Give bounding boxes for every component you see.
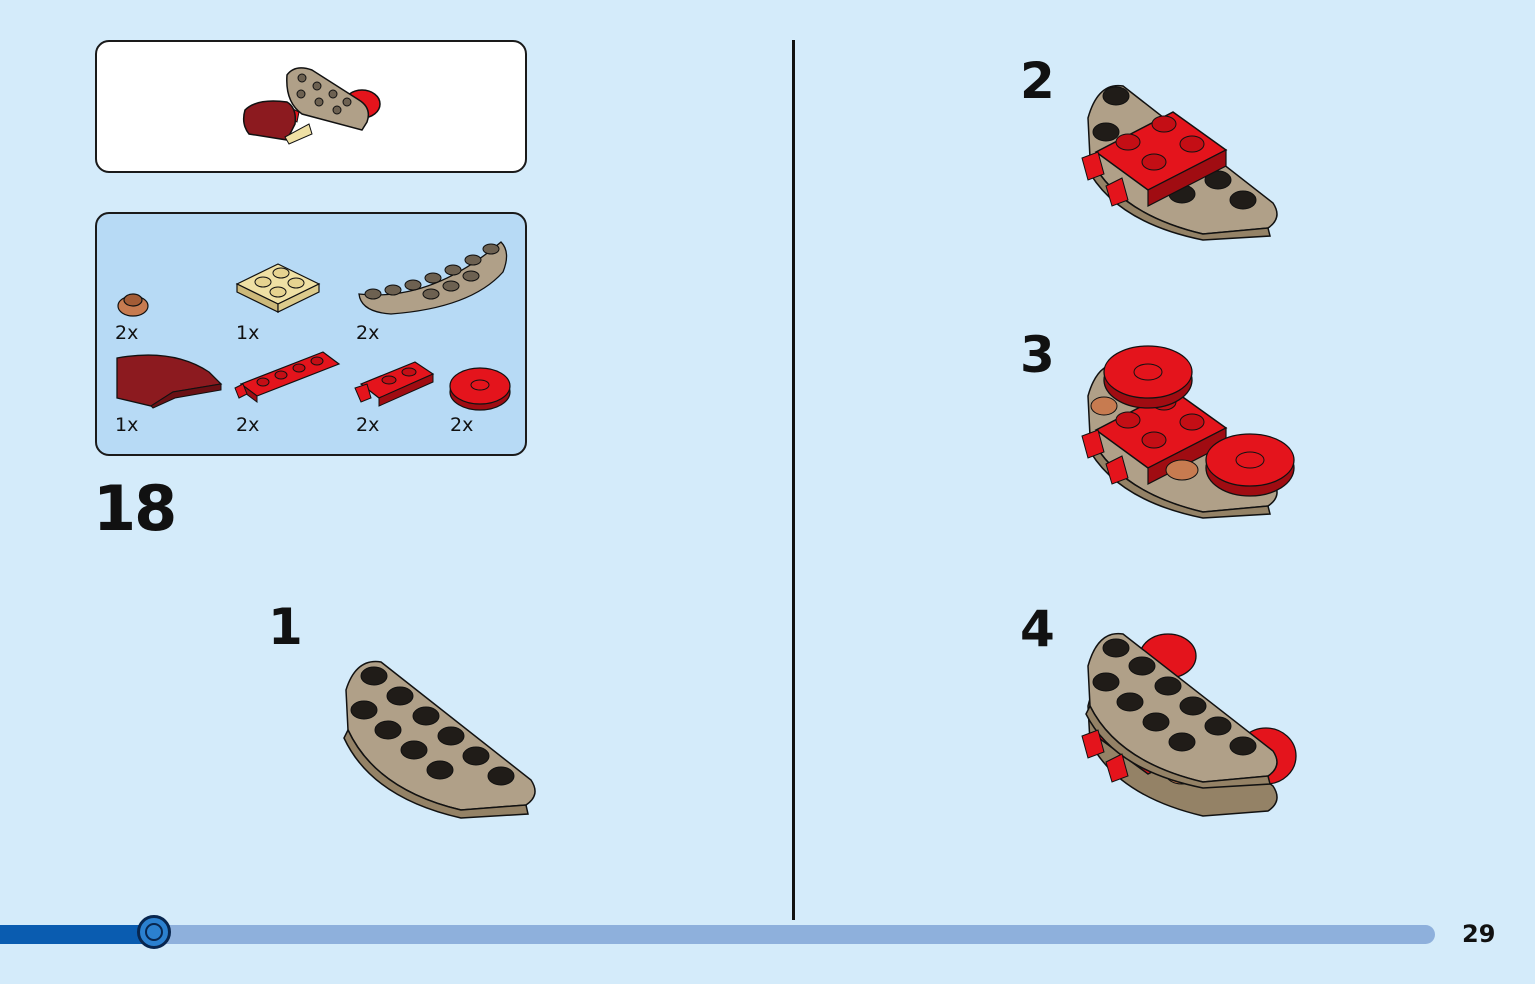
- main-step-number: 18: [93, 472, 177, 545]
- round-plate-1x1-brown-icon: [117, 293, 149, 317]
- half-round-plate-step-1-icon: [343, 660, 536, 819]
- assembly-step-2-icon: [1081, 84, 1278, 241]
- part-quantity: 2x: [356, 322, 380, 344]
- parts-list-panel: 2x 1x 2x 1x 2x: [95, 212, 527, 456]
- sub-step-number: 4: [1020, 600, 1055, 658]
- plate-2x2-tan-icon: [235, 263, 321, 313]
- page-divider: [792, 40, 795, 920]
- sub-step-number: 2: [1020, 52, 1055, 110]
- assembly-step-4-icon: [1081, 632, 1297, 817]
- page-number: 29: [1462, 920, 1496, 948]
- assembly-step-3-icon: [1081, 345, 1295, 519]
- assembled-model-preview-icon: [242, 67, 381, 145]
- part-quantity: 2x: [236, 414, 260, 436]
- part-quantity: 2x: [356, 414, 380, 436]
- progress-track[interactable]: [0, 925, 1435, 944]
- progress-slider-handle[interactable]: [137, 915, 171, 949]
- round-tile-2x2-red-icon: [449, 367, 511, 411]
- sub-step-number: 3: [1020, 326, 1055, 384]
- part-quantity: 2x: [115, 322, 139, 344]
- clip-plate-1x2-red-icon: [354, 361, 435, 407]
- part-quantity: 1x: [115, 414, 139, 436]
- model-preview-panel: [95, 40, 527, 173]
- sub-step-number: 1: [268, 598, 303, 656]
- part-quantity: 2x: [450, 414, 474, 436]
- half-round-plate-dark-tan-icon: [358, 241, 508, 315]
- clip-plate-1x4-red-icon: [234, 351, 341, 403]
- part-quantity: 1x: [236, 322, 260, 344]
- curved-slope-dark-red-icon: [116, 354, 223, 409]
- progress-fill: [0, 925, 154, 944]
